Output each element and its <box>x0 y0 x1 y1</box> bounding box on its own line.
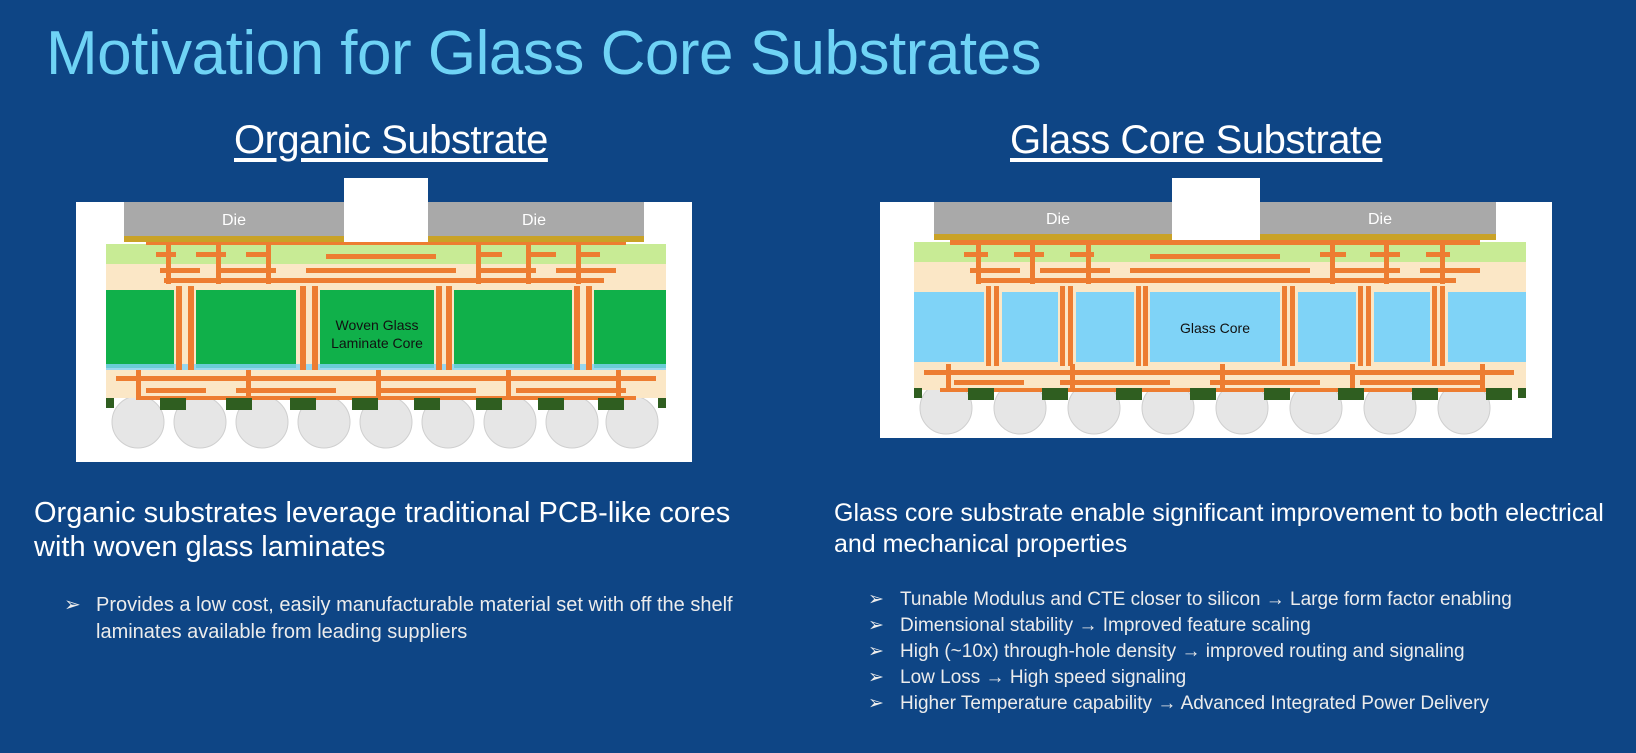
glass-core-substrate-heading: Glass Core Substrate <box>1010 118 1383 162</box>
list-item: ➢ Low Loss → High speed signaling <box>868 665 1628 691</box>
arrow-bullet-icon: ➢ <box>868 615 884 636</box>
arrow-bullet-icon: ➢ <box>64 594 81 616</box>
core-label-line-2: Laminate Core <box>331 335 423 351</box>
list-item: ➢ High (~10x) through-hole density → imp… <box>868 639 1628 665</box>
die-gap <box>1172 178 1260 240</box>
list-item: ➢ Provides a low cost, easily manufactur… <box>64 592 784 646</box>
organic-summary: Organic substrates leverage traditional … <box>34 497 731 563</box>
woven-glass-core-blocks <box>106 290 666 368</box>
glass-bullet-list: ➢ Tunable Modulus and CTE closer to sili… <box>868 587 1628 717</box>
glass-core-blocks <box>914 292 1526 362</box>
bullet-text: Higher Temperature capability → Advanced… <box>900 693 1489 714</box>
through-glass-vias <box>986 286 1445 366</box>
bullet-text: Tunable Modulus and CTE closer to silico… <box>900 589 1512 610</box>
organic-substrate-diagram: Die Die Woven Glass Laminate Core <box>76 178 692 462</box>
list-item: ➢ Higher Temperature capability → Advanc… <box>868 691 1628 717</box>
list-item: ➢ Dimensional stability → Improved featu… <box>868 613 1628 639</box>
core-label: Glass Core <box>1180 320 1250 336</box>
die-gap <box>344 178 428 242</box>
arrow-bullet-icon: ➢ <box>868 641 884 662</box>
arrow-bullet-icon: ➢ <box>868 589 884 610</box>
core-label-line-1: Woven Glass <box>336 317 419 333</box>
solder-bumps <box>111 395 659 449</box>
bottom-pads <box>914 388 1526 400</box>
core-cladding <box>106 364 666 370</box>
bottom-buildup <box>106 368 666 398</box>
bullet-text: Dimensional stability → Improved feature… <box>900 615 1311 636</box>
list-item: ➢ Tunable Modulus and CTE closer to sili… <box>868 587 1628 613</box>
organic-bullet-list: ➢ Provides a low cost, easily manufactur… <box>64 592 784 646</box>
top-buildup <box>106 264 666 288</box>
bullet-text: Provides a low cost, easily manufacturab… <box>96 594 733 643</box>
glass-summary: Glass core substrate enable significant … <box>834 499 1604 558</box>
slide-title: Motivation for Glass Core Substrates <box>46 19 1042 88</box>
bullet-text: High (~10x) through-hole density → impro… <box>900 641 1465 662</box>
bottom-pads <box>106 398 666 410</box>
die-label-left: Die <box>222 212 246 229</box>
copper-traces <box>924 240 1514 392</box>
die-label-left: Die <box>1046 211 1070 228</box>
plated-through-holes <box>176 286 592 370</box>
top-buildup <box>914 262 1526 290</box>
solder-bumps <box>919 381 1491 435</box>
organic-substrate-heading: Organic Substrate <box>234 118 548 162</box>
arrow-bullet-icon: ➢ <box>868 693 884 714</box>
copper-traces <box>116 240 656 400</box>
die-label-right: Die <box>522 212 546 229</box>
bullet-text: Low Loss → High speed signaling <box>900 667 1187 688</box>
glass-core-substrate-diagram: Die Die Glass Core <box>880 178 1552 438</box>
arrow-bullet-icon: ➢ <box>868 667 884 688</box>
die-label-right: Die <box>1368 211 1392 228</box>
